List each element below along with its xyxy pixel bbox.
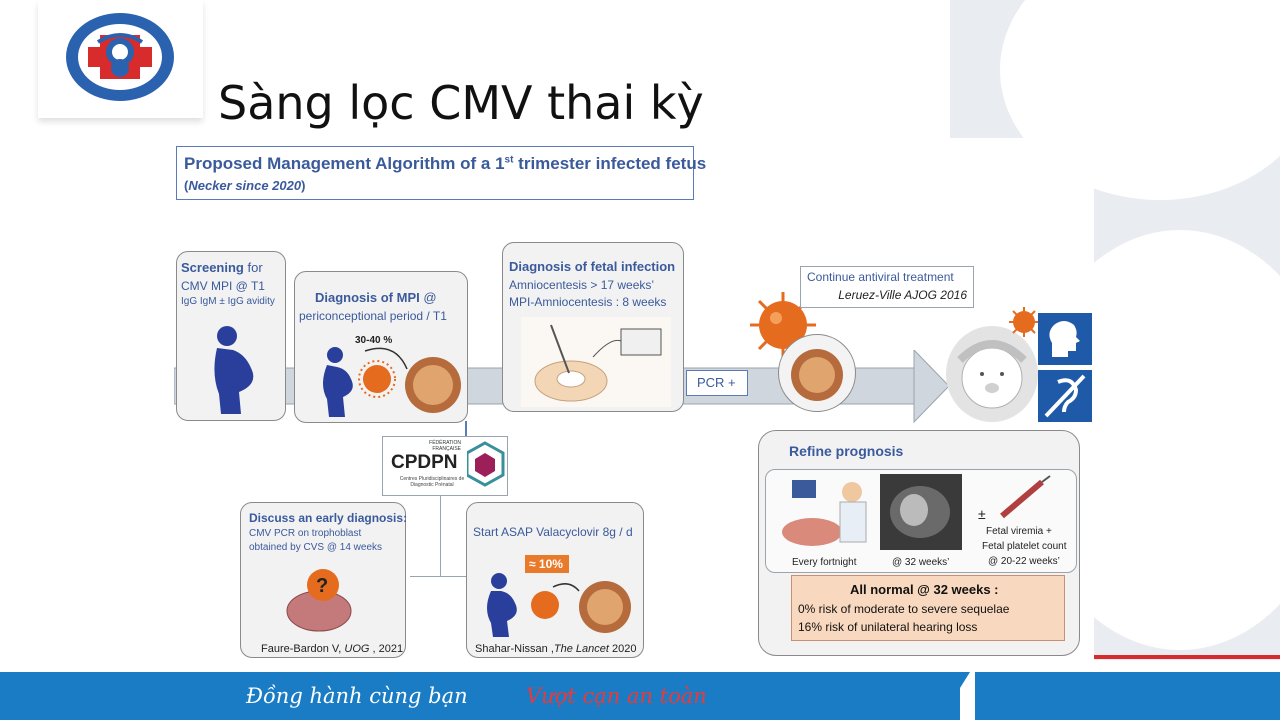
refine-plusminus: ± [978, 506, 986, 522]
early-dx-line2: CMV PCR on trophoblast [249, 528, 362, 539]
antiviral-line2: Leruez-Ville AJOG 2016 [838, 288, 967, 302]
figure-header-line2: (Necker since 2020) [184, 178, 305, 193]
refine-inner-box: ± Every fortnight @ 32 weeks’ Fetal vire… [765, 469, 1077, 573]
early-dx-line3: obtained by CVS @ 14 weeks [249, 542, 383, 553]
placenta-question-icon: ? [286, 569, 352, 632]
screening-line3: IgG IgM ± IgG avidity [181, 296, 275, 307]
refine-caption-3c: @ 20-22 weeks’ [988, 556, 1060, 567]
diagnosis-mpi-box: Diagnosis of MPI @ periconceptional peri… [294, 271, 468, 423]
cpdpn-cube-icon [467, 441, 505, 487]
connector-horizontal [410, 576, 466, 577]
screening-line2: CMV MPI @ T1 [181, 279, 265, 293]
fetal-mri-icon [890, 486, 950, 538]
figure-header-line1: Proposed Management Algorithm of a 1st t… [184, 154, 706, 174]
mpi-percent: 30-40 % [355, 335, 393, 346]
valacyclovir-illustration-icon [487, 573, 631, 637]
header-source: Necker since 2020 [188, 178, 302, 193]
refine-prognosis-box: Refine prognosis ± Every fortnight @ 32 … [758, 430, 1080, 656]
all-normal-line1: 0% risk of moderate to severe sequelae [798, 602, 1010, 616]
footer-slogan-right: Vượt cạn an toàn [526, 684, 707, 708]
virus-icon [750, 292, 816, 358]
screening-title-rest: for [243, 260, 263, 275]
footer-red-line [1094, 655, 1280, 659]
mpi-title: Diagnosis of MPI @ [315, 290, 437, 305]
deaf-ear-icon [1044, 374, 1086, 418]
mpi-line2: periconceptional period / T1 [299, 309, 447, 323]
algorithm-figure: Proposed Management Algorithm of a 1st t… [174, 138, 1094, 660]
pcr-box: PCR + [686, 370, 748, 396]
refine-caption-3a: Fetal viremia + [986, 526, 1052, 537]
footer-diagonal [940, 672, 970, 720]
screening-title: Screening for [181, 260, 263, 275]
valacyclovir-percent: ≈ 10% [529, 557, 563, 571]
deaf-icon-tile [1038, 370, 1092, 422]
all-normal-box: All normal @ 32 weeks : 0% risk of moder… [791, 575, 1065, 641]
ultrasound-exam-icon [782, 480, 867, 546]
footer-bar: Đồng hành cùng bạn Vượt cạn an toàn [0, 672, 960, 720]
valacyclovir-ref-year: 2020 [608, 643, 637, 655]
footer-right-stripe [975, 672, 1280, 720]
infected-fetus-circle [778, 334, 856, 412]
refine-caption-2: @ 32 weeks’ [892, 557, 950, 568]
fetal-infection-line3: MPI-Amniocentesis : 8 weeks [509, 295, 667, 309]
early-dx-title: Discuss an early diagnosis: [249, 511, 408, 525]
fetus-icon [791, 349, 843, 401]
cpdpn-subtitle: Centres Pluridisciplinaires de Diagnosti… [399, 476, 465, 488]
connector-vertical [465, 421, 467, 438]
header-text-b: trimester infected fetus [513, 154, 707, 173]
header-text-a: Proposed Management Algorithm of a 1 [184, 154, 505, 173]
all-normal-line2: 16% risk of unilateral hearing loss [798, 620, 978, 634]
screening-box: Screening for CMV MPI @ T1 IgG IgM ± IgG… [176, 251, 286, 421]
valacyclovir-ref-journal: The Lancet [553, 643, 609, 655]
speaking-head-icon [1049, 321, 1080, 357]
figure-header-box: Proposed Management Algorithm of a 1st t… [176, 146, 706, 200]
pcr-label: PCR + [697, 375, 736, 390]
cpdpn-logo: FÉDÉRATION FRANÇAISE CPDPN Centres Pluri… [382, 436, 508, 496]
header-sup: st [504, 154, 514, 166]
cpdpn-label: CPDPN [391, 452, 458, 473]
pregnant-woman-icon [214, 326, 254, 414]
valacyclovir-percent-box: ≈ 10% [525, 555, 569, 573]
newborn-photo [946, 326, 1038, 422]
connector-lower [440, 494, 441, 576]
refine-caption-3b: Fetal platelet count [982, 541, 1067, 552]
mpi-illustration-icon [323, 347, 461, 417]
screening-title-bold: Screening [181, 260, 244, 275]
fetal-infection-title: Diagnosis of fetal infection [509, 259, 676, 274]
amniocentesis-illustration-icon [521, 317, 671, 407]
early-dx-reference: Faure-Bardon V, UOG , 2021 [261, 643, 403, 655]
baby-icon [957, 340, 1027, 409]
syringe-icon [1000, 475, 1051, 519]
valacyclovir-reference: Shahar-Nissan ,The Lancet 2020 [475, 643, 636, 655]
virus-small-icon [1009, 307, 1039, 337]
hospital-logo [38, 0, 203, 118]
valacyclovir-ref-author: Shahar-Nissan , [475, 643, 554, 655]
antiviral-box: Continue antiviral treatment Leruez-Vill… [800, 266, 974, 308]
header-paren-open: ( [184, 178, 189, 193]
mpi-title-rest: @ [419, 290, 437, 305]
all-normal-title: All normal @ 32 weeks : [850, 582, 999, 597]
valacyclovir-title: Start ASAP Valacyclovir 8g / d [473, 525, 633, 539]
footer-slogan-left: Đồng hành cùng bạn [246, 684, 468, 708]
refine-caption-1: Every fortnight [792, 557, 857, 568]
fetal-infection-box: Diagnosis of fetal infection Amniocentes… [502, 242, 684, 412]
early-diagnosis-box: Discuss an early diagnosis: CMV PCR on t… [240, 502, 408, 658]
slide-title: Sàng lọc CMV thai kỳ [218, 76, 704, 130]
mri-image [880, 474, 962, 550]
cpdpn-federation: FÉDÉRATION FRANÇAISE [429, 440, 461, 452]
antiviral-line1: Continue antiviral treatment [807, 270, 954, 284]
early-dx-ref-year: , 2021 [369, 643, 404, 655]
refine-title: Refine prognosis [789, 443, 904, 459]
early-dx-ref-journal: UOG [344, 643, 370, 655]
mpi-title-bold: Diagnosis of MPI [315, 290, 420, 305]
valacyclovir-box: Start ASAP Valacyclovir 8g / d ≈ 10% Sha… [466, 502, 644, 658]
hearing-icon-tile [1038, 313, 1092, 365]
early-dx-ref-author: Faure-Bardon V, [261, 643, 345, 655]
svg-text:?: ? [316, 575, 328, 597]
fetal-infection-line2: Amniocentesis > 17 weeks’ [509, 278, 655, 292]
hospital-logo-icon [66, 13, 174, 101]
header-paren-close: ) [301, 178, 306, 193]
